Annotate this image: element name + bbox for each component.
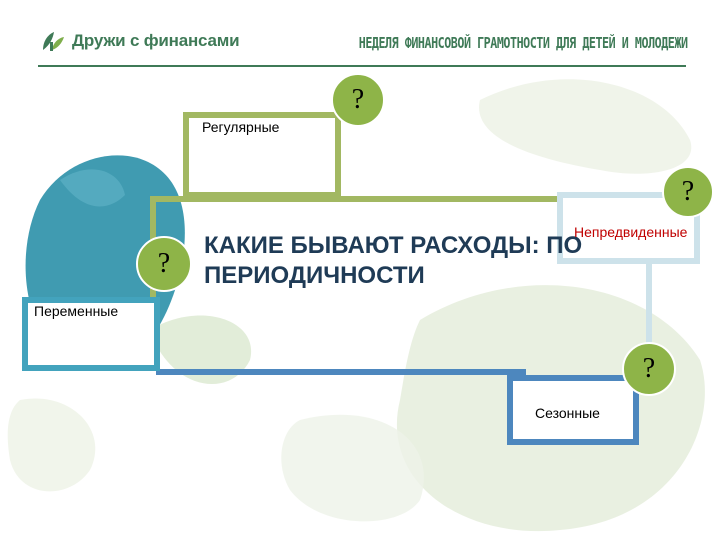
question-circle-regular: ? [331,73,385,127]
box-regular [183,112,341,198]
connector-top [150,196,580,202]
label-unexpected: Непредвиденные [574,224,688,240]
box-variable [22,297,160,371]
connector-bottom [156,369,526,375]
question-circle-seasonal: ? [622,342,676,396]
question-circle-variable: ? [136,236,192,292]
question-circle-unexpected: ? [662,166,714,218]
leaf-icon [43,32,64,51]
connector-right [646,262,652,348]
slide-title: КАКИЕ БЫВАЮТ РАСХОДЫ: ПО ПЕРИОДИЧНОСТИ [204,232,583,289]
header-divider [38,65,686,67]
logo-text: Дружи с финансами [72,31,240,50]
label-variable: Переменные [34,303,119,319]
label-regular: Регулярные [202,119,280,135]
logo: Дружи с финансами [40,30,240,52]
label-seasonal: Сезонные [535,405,600,421]
week-banner-text: Неделя финансовой грамотности для детей … [359,34,688,52]
box-seasonal [507,375,639,445]
